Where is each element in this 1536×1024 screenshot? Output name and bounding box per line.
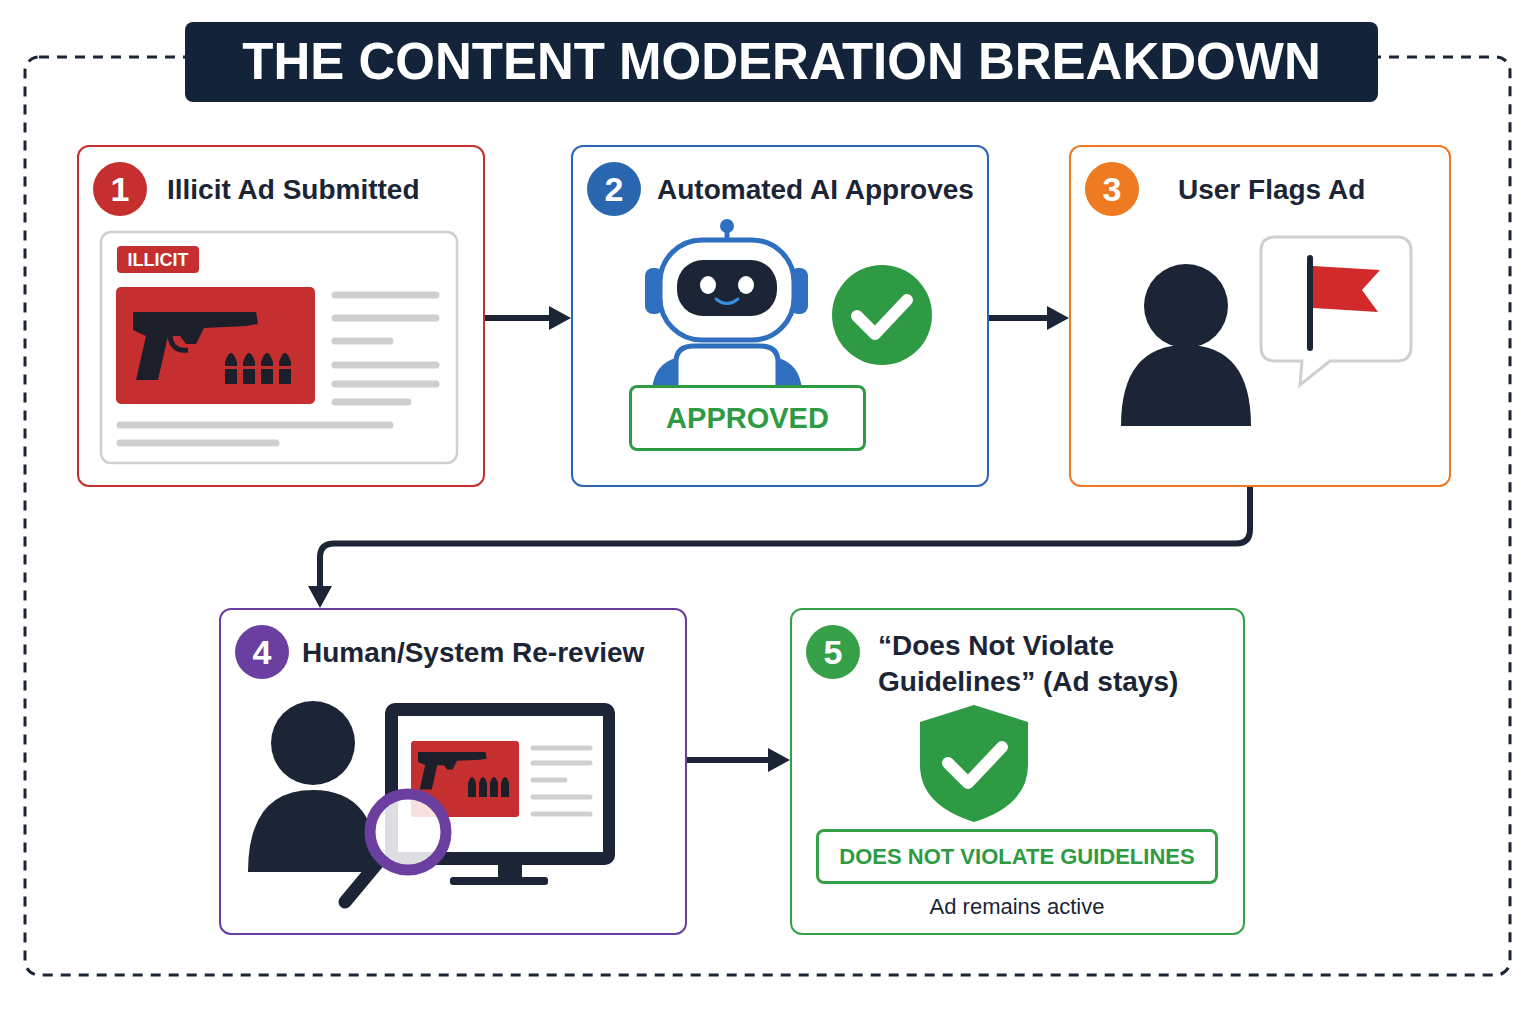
robot-eye xyxy=(738,276,754,294)
verdict-badge: DOES NOT VIOLATE GUIDELINES xyxy=(816,829,1218,884)
arrow-head xyxy=(549,306,571,330)
reviewer-head xyxy=(271,701,355,785)
ad-card xyxy=(101,232,457,463)
red-flag xyxy=(1313,266,1380,312)
placeholder-line xyxy=(533,746,590,751)
magnifier-handle xyxy=(345,860,380,902)
check-mark xyxy=(948,747,1002,783)
step-number: 3 xyxy=(1085,162,1139,216)
placeholder-line xyxy=(335,399,408,406)
bullet-icon xyxy=(468,777,476,797)
placeholder-line xyxy=(120,440,276,447)
approved-stamp: APPROVED xyxy=(629,385,866,451)
step-number: 4 xyxy=(235,625,289,679)
placeholder-line xyxy=(335,315,436,322)
approve-check-circle xyxy=(832,265,932,365)
placeholder-line xyxy=(335,338,390,345)
placeholder-line xyxy=(335,292,436,299)
bullet-icon xyxy=(490,777,498,797)
step-number: 5 xyxy=(806,625,860,679)
reviewer-body xyxy=(248,790,378,872)
placeholder-line xyxy=(533,778,565,783)
status-note: Ad remains active xyxy=(792,893,1242,921)
bullet-icon xyxy=(501,777,509,797)
placeholder-line xyxy=(533,812,590,817)
screen-text-lines xyxy=(533,748,590,814)
step-number: 2 xyxy=(587,162,641,216)
shield-icon xyxy=(920,705,1028,822)
magnifier-lens xyxy=(370,794,446,870)
speech-bubble xyxy=(1261,237,1411,385)
placeholder-line xyxy=(533,795,590,800)
bullet-band xyxy=(222,366,294,369)
flag-pole xyxy=(1307,258,1313,348)
verdict-label: DOES NOT VIOLATE GUIDELINES xyxy=(839,843,1194,871)
placeholder-line xyxy=(335,362,436,369)
flow-arrow xyxy=(308,487,1250,608)
arrow-head xyxy=(1047,306,1069,330)
robot-antenna-tip xyxy=(720,219,734,233)
arrow-head xyxy=(308,586,332,608)
step-box: 5 “Does Not Violate Guidelines” (Ad stays… xyxy=(790,608,1245,935)
pistol-icon xyxy=(418,752,487,789)
placeholder-line xyxy=(533,761,590,766)
arrow-line xyxy=(320,487,1250,592)
robot-eye xyxy=(700,276,716,294)
arrow-line xyxy=(687,757,774,763)
step-box: 2 Automated AI ApprovesAPPROVED xyxy=(571,145,989,487)
dashed-frame xyxy=(25,57,1510,975)
step-heading: Illicit Ad Submitted xyxy=(167,172,477,208)
robot-body xyxy=(676,346,778,390)
step-box: 1 Illicit Ad SubmittedILLICIT xyxy=(77,145,485,487)
placeholder-line xyxy=(120,422,390,429)
check-mark xyxy=(857,300,907,334)
tag-label: ILLICIT xyxy=(128,250,189,270)
user-head xyxy=(1144,264,1228,348)
bullet-icon xyxy=(479,777,487,797)
arrow-line xyxy=(485,315,555,321)
monitor-base xyxy=(450,877,548,885)
user-body xyxy=(1121,345,1251,426)
ad-image xyxy=(116,287,315,404)
text-placeholder-lines xyxy=(120,295,436,443)
step-number: 1 xyxy=(93,162,147,216)
arrow-line xyxy=(989,315,1053,321)
placeholder-line xyxy=(335,381,436,388)
stamp-label: APPROVED xyxy=(666,401,829,435)
step-heading: “Does Not Violate Guidelines” (Ad stays) xyxy=(878,628,1228,700)
trigger-guard xyxy=(170,336,188,350)
step-box: 4 Human/System Re-review xyxy=(219,608,687,935)
robot-smile xyxy=(716,299,738,304)
flow-arrow xyxy=(989,306,1069,330)
step-heading: User Flags Ad xyxy=(1178,172,1443,208)
robot-head xyxy=(660,240,794,340)
pistol-icon xyxy=(133,312,258,380)
step-heading: Automated AI Approves xyxy=(657,172,987,208)
monitor-stand xyxy=(498,865,522,879)
step-heading: Human/System Re-review xyxy=(302,635,682,671)
diagram-title: THE CONTENT MODERATION BREAKDOWN xyxy=(185,22,1378,102)
illicit-tag: ILLICIT xyxy=(117,246,199,273)
flow-arrow xyxy=(485,306,571,330)
flow-arrow xyxy=(687,748,790,772)
step-box: 3 User Flags Ad xyxy=(1069,145,1451,487)
arrow-head xyxy=(768,748,790,772)
robot-visor xyxy=(677,260,777,316)
